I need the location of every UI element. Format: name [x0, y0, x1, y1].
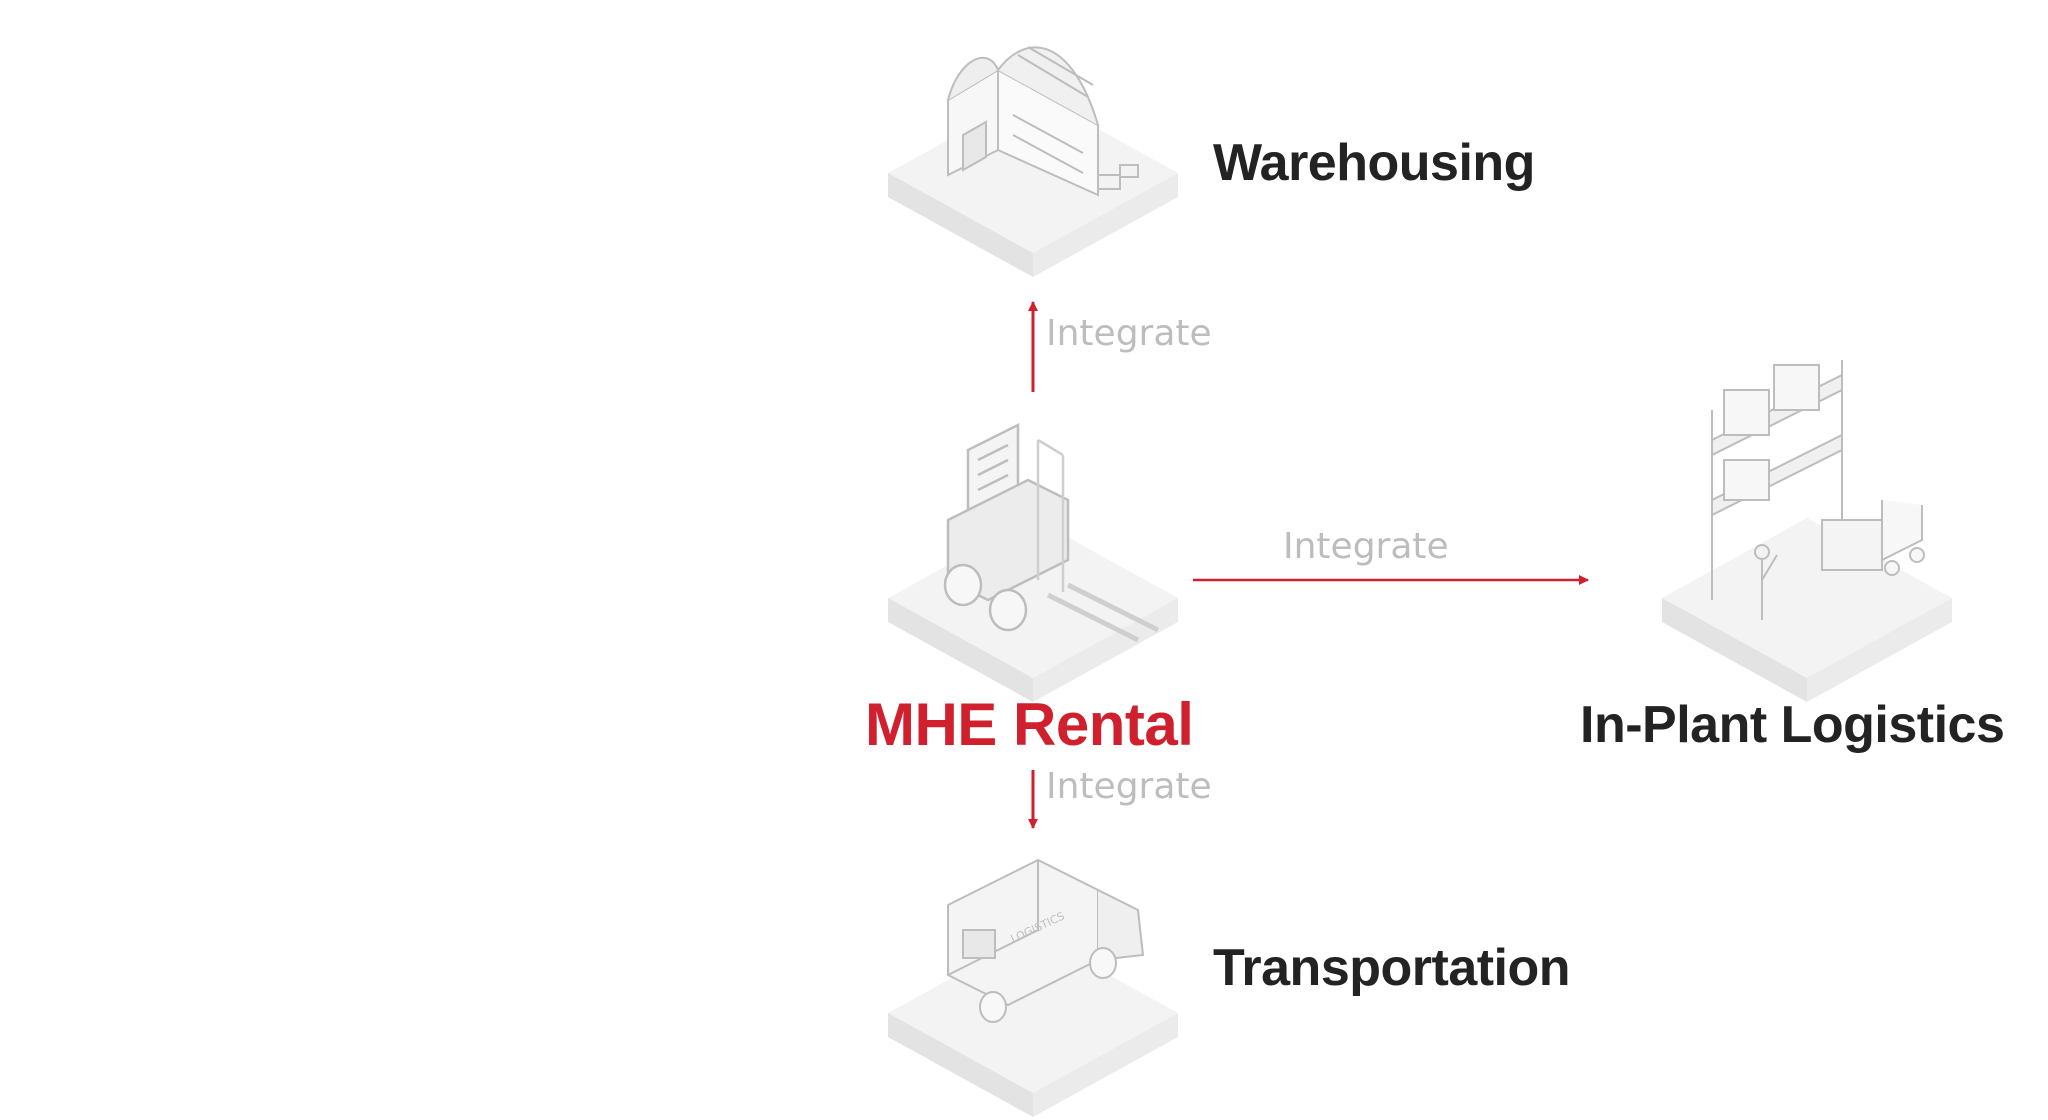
warehouse-tile	[888, 46, 1178, 277]
forklift-tile	[888, 422, 1178, 702]
transportation-label: Transportation	[1213, 939, 1571, 997]
delivery-truck-icon: LOGISTICS	[947, 858, 1145, 1023]
transportation-tile: LOGISTICS	[888, 858, 1178, 1117]
storage-rack-icon	[1711, 360, 1925, 620]
integrate-label-down: Integrate	[1046, 766, 1212, 807]
integrate-label-right: Integrate	[1283, 526, 1449, 567]
warehouse-icon	[947, 46, 1139, 197]
warehousing-label: Warehousing	[1213, 134, 1535, 192]
mhe-rental-label: MHE Rental	[865, 691, 1194, 758]
forklift-icon	[943, 422, 1160, 643]
in-plant-tile	[1662, 360, 1952, 702]
integrate-label-up: Integrate	[1046, 313, 1212, 354]
in-plant-logistics-label: In-Plant Logistics	[1580, 696, 2005, 754]
